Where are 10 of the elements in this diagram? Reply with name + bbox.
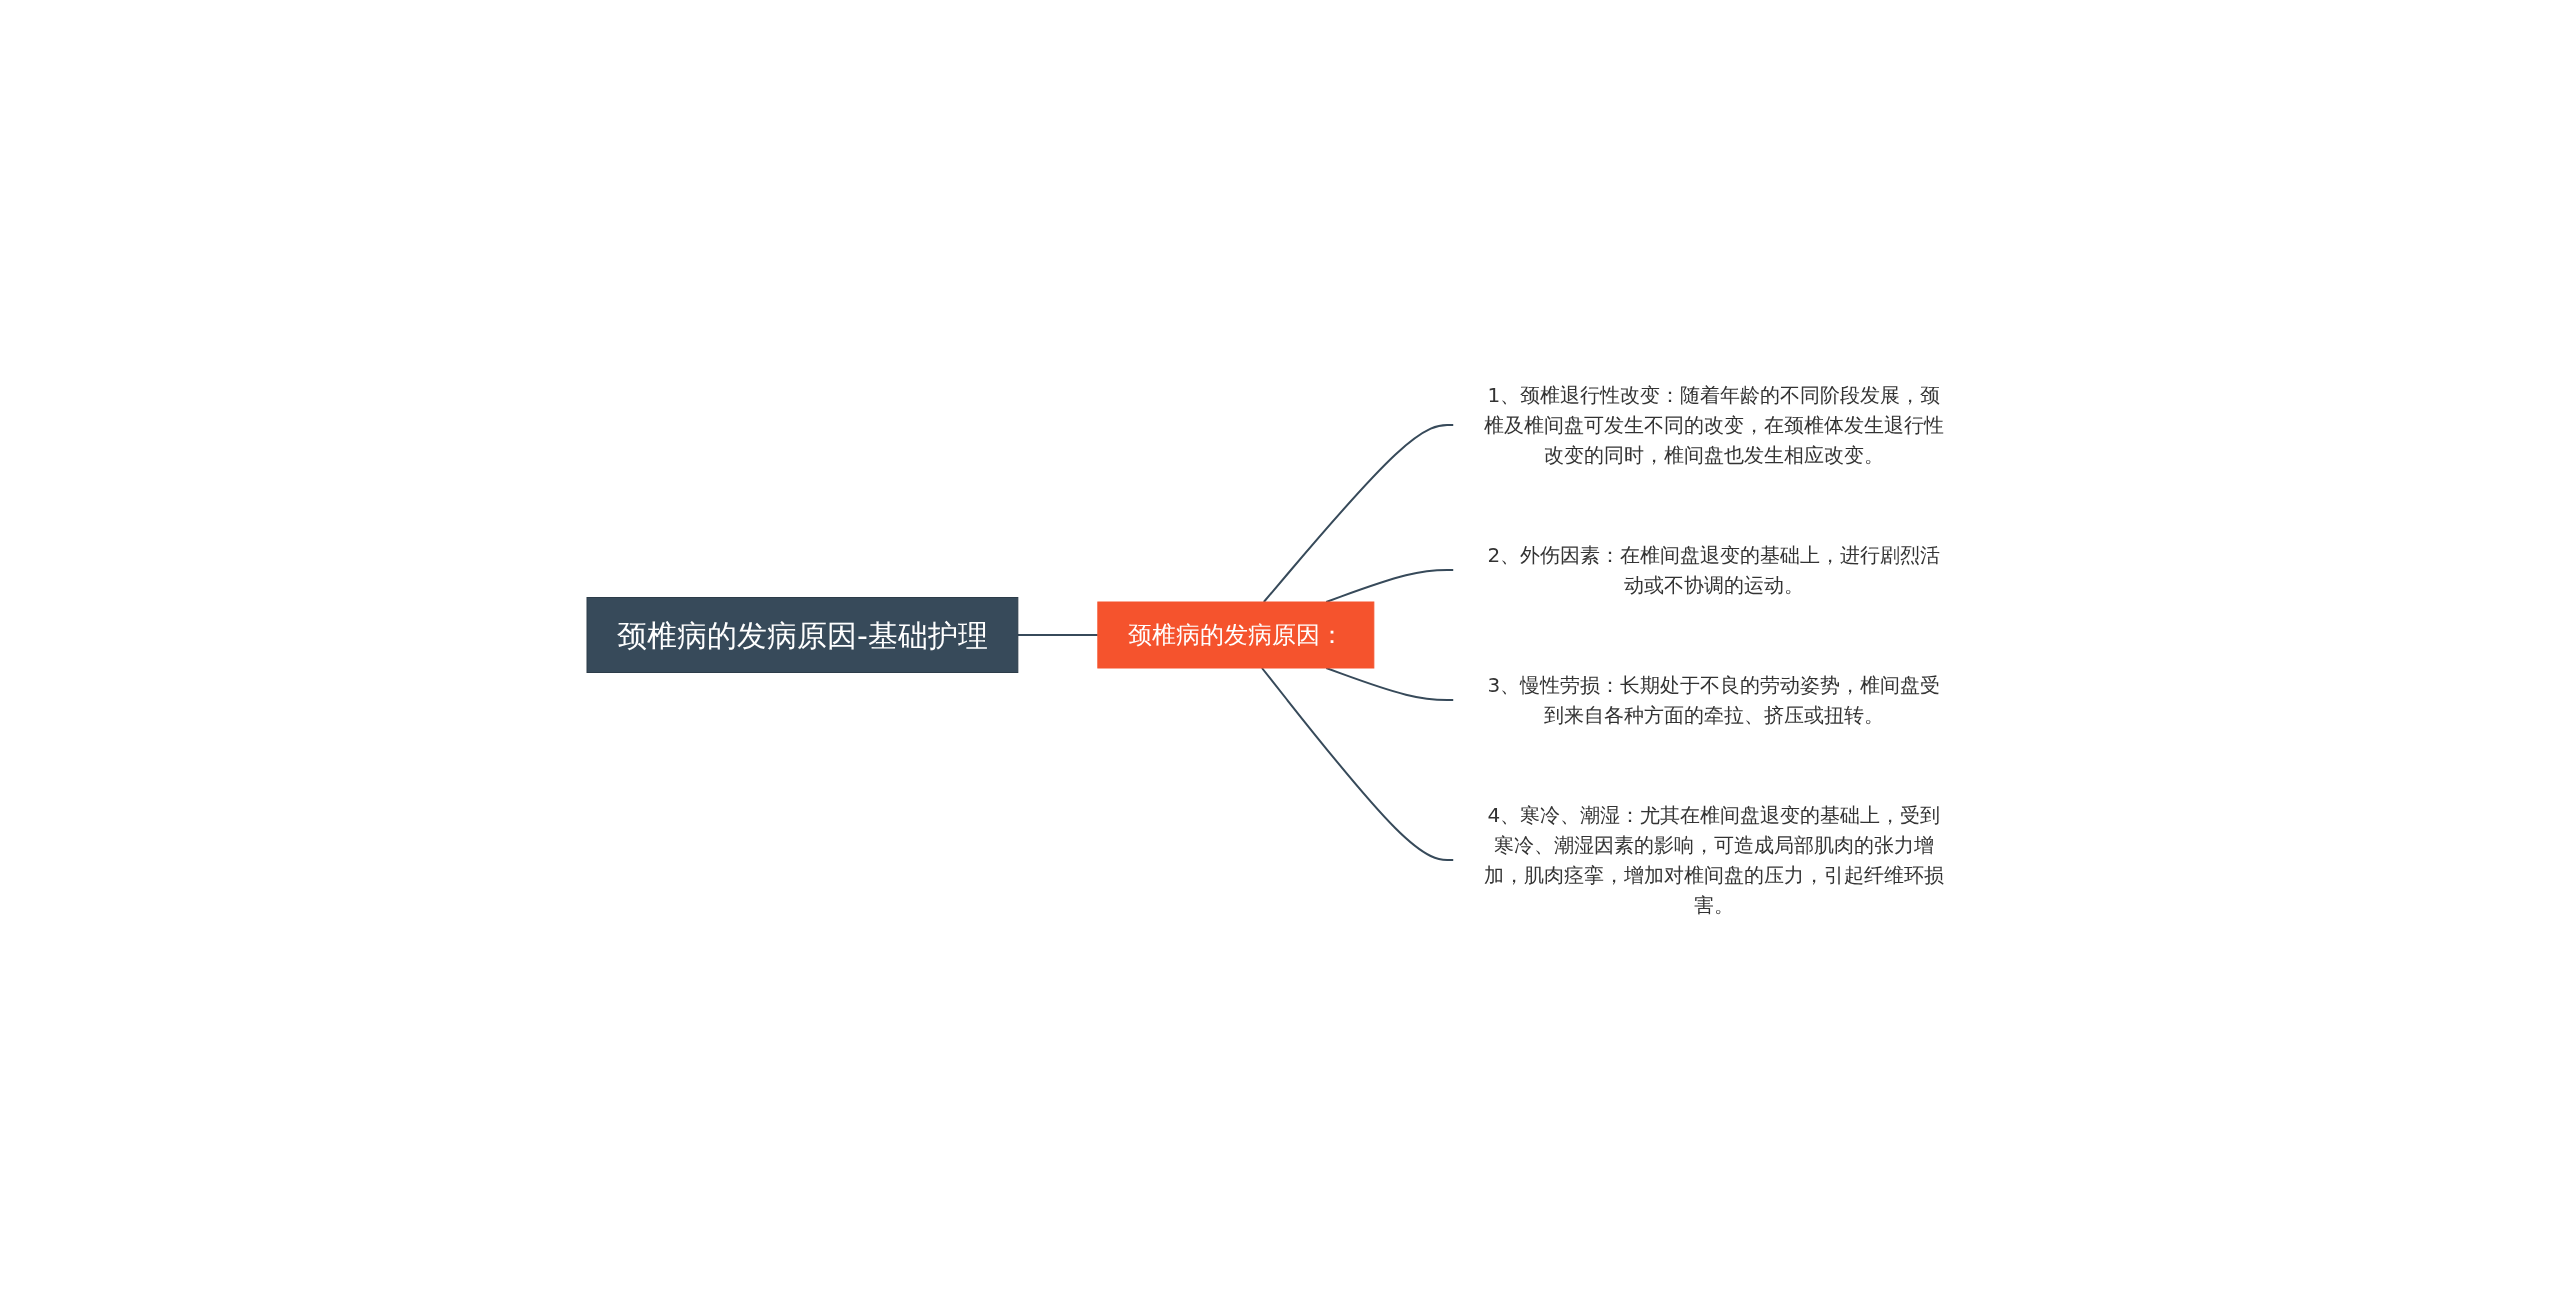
node-box: 颈椎病的发病原因： [1096, 601, 1374, 668]
node-text: 3、慢性劳损：长期处于不良的劳动姿势，椎间盘受到来自各种方面的牵拉、挤压或扭转。 [1487, 672, 1940, 727]
node-text: 4、寒冷、潮湿：尤其在椎间盘退变的基础上，受到寒冷、潮湿因素的影响，可造成局部肌肉的张力增加，肌肉痉挛，增加对椎间盘的压力，引起纤维环损害。 [1483, 802, 1944, 917]
node-text: 2、外伤因素：在椎间盘退变的基础上，进行剧烈活动或不协调的运动。 [1487, 542, 1940, 597]
node-text: 1、颈椎退行性改变：随着年龄的不同阶段发展，颈椎及椎间盘可发生不同的改变，在颈椎体发生退行性改变的同时，椎间盘也发生相应改变。 [1483, 382, 1944, 467]
connector [1016, 633, 1099, 636]
connector [1262, 423, 1455, 603]
connector [1260, 666, 1455, 861]
node-box: 颈椎病的发病原因-基础护理 [586, 596, 1018, 673]
connector [1324, 666, 1455, 701]
